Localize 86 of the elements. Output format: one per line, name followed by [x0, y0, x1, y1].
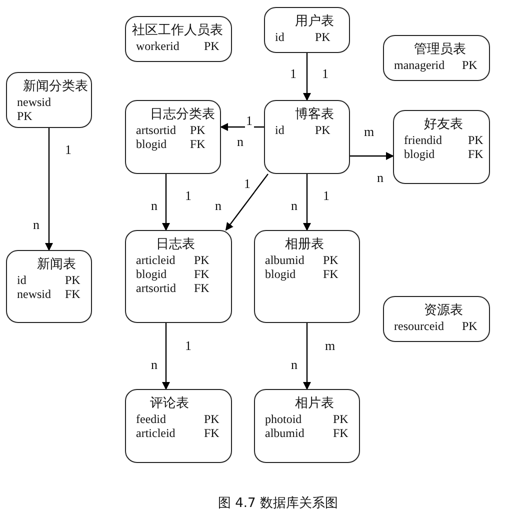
field-name: blogid: [265, 267, 296, 281]
key-label: PK: [204, 39, 220, 53]
key-label: FK: [190, 137, 206, 151]
table-box: [6, 72, 92, 128]
key-label: PK: [462, 319, 478, 333]
key-label: PK: [194, 253, 210, 267]
key-label: PK: [333, 412, 348, 426]
table-name: 好友表: [424, 116, 463, 133]
arrow: [162, 174, 170, 231]
field-name: blogid: [136, 137, 167, 151]
table-name: 相册表: [285, 236, 324, 253]
field-name: artsortid: [136, 123, 176, 137]
field-name: artsortid: [136, 281, 176, 295]
field-name: articleid: [136, 253, 176, 267]
field-name: id: [275, 123, 284, 137]
edge-label: 1: [245, 114, 254, 128]
key-label: FK: [468, 147, 484, 161]
edge-label: 1: [243, 177, 252, 191]
edge-label: 1: [322, 189, 330, 203]
key-label: PK: [315, 123, 330, 137]
field-name: albumid: [265, 253, 304, 267]
field-name: feedid: [136, 412, 166, 426]
arrow: [350, 152, 394, 160]
key-label: PK: [323, 253, 338, 267]
field-name: albumid: [265, 426, 304, 440]
edge-label: 1: [64, 143, 72, 157]
field-name: resourceid: [394, 319, 444, 333]
field-name: blogid: [404, 147, 435, 161]
key-label: PK: [17, 109, 32, 123]
arrow: [162, 323, 170, 390]
field-name: newsid: [17, 95, 51, 109]
arrow: [303, 323, 311, 390]
table-name: 相片表: [295, 395, 334, 412]
table-box: [254, 230, 360, 323]
field-name: blogid: [136, 267, 167, 281]
arrow: [303, 174, 311, 231]
table-box: [264, 100, 350, 174]
arrow: [220, 123, 264, 131]
key-label: PK: [65, 273, 80, 287]
table-name: 评论表: [150, 395, 189, 412]
key-label: FK: [204, 426, 220, 440]
edge-label: 1: [184, 189, 192, 203]
table-name: 日志分类表: [150, 106, 215, 123]
key-label: FK: [194, 267, 210, 281]
table-name: 管理员表: [414, 41, 466, 58]
key-label: PK: [315, 30, 330, 44]
key-label: FK: [65, 287, 80, 301]
table-box: [125, 389, 232, 463]
table-name: 社区工作人员表: [132, 22, 223, 39]
cardinality-label: 1: [321, 67, 330, 81]
key-label: FK: [194, 281, 210, 295]
field-name: photoid: [265, 412, 302, 426]
table-box: [393, 110, 490, 184]
arrow: [225, 174, 268, 231]
table-box: [6, 250, 92, 323]
table-box: [125, 230, 232, 323]
table-name: 资源表: [424, 302, 463, 319]
key-label: PK: [468, 133, 484, 147]
caption: 图 4.7 数据库关系图: [218, 495, 338, 512]
table-box: [125, 16, 232, 62]
table-box: [383, 35, 490, 81]
key-label: FK: [333, 426, 348, 440]
edge-label: 1: [184, 339, 192, 353]
key-label: PK: [190, 123, 206, 137]
field-name: id: [17, 273, 26, 287]
table-name: 用户表: [295, 13, 334, 30]
field-name: id: [275, 30, 284, 44]
table-name: 新闻表: [37, 256, 76, 273]
key-label: PK: [462, 58, 478, 72]
edge-label: 1: [289, 67, 298, 81]
table-name: 日志表: [156, 236, 195, 253]
key-label: PK: [204, 412, 220, 426]
arrow: [45, 128, 53, 251]
table-box: [125, 100, 221, 174]
table-name: 博客表: [295, 106, 334, 123]
field-name: friendid: [404, 133, 442, 147]
arrow: [303, 53, 311, 101]
table-name: 新闻分类表: [23, 78, 88, 95]
field-name: workerid: [136, 39, 180, 53]
table-box: [254, 389, 360, 463]
field-name: newsid: [17, 287, 51, 301]
field-name: articleid: [136, 426, 176, 440]
table-box: [264, 7, 350, 53]
field-name: managerid: [394, 58, 445, 72]
key-label: FK: [323, 267, 338, 281]
table-box: [383, 296, 490, 342]
